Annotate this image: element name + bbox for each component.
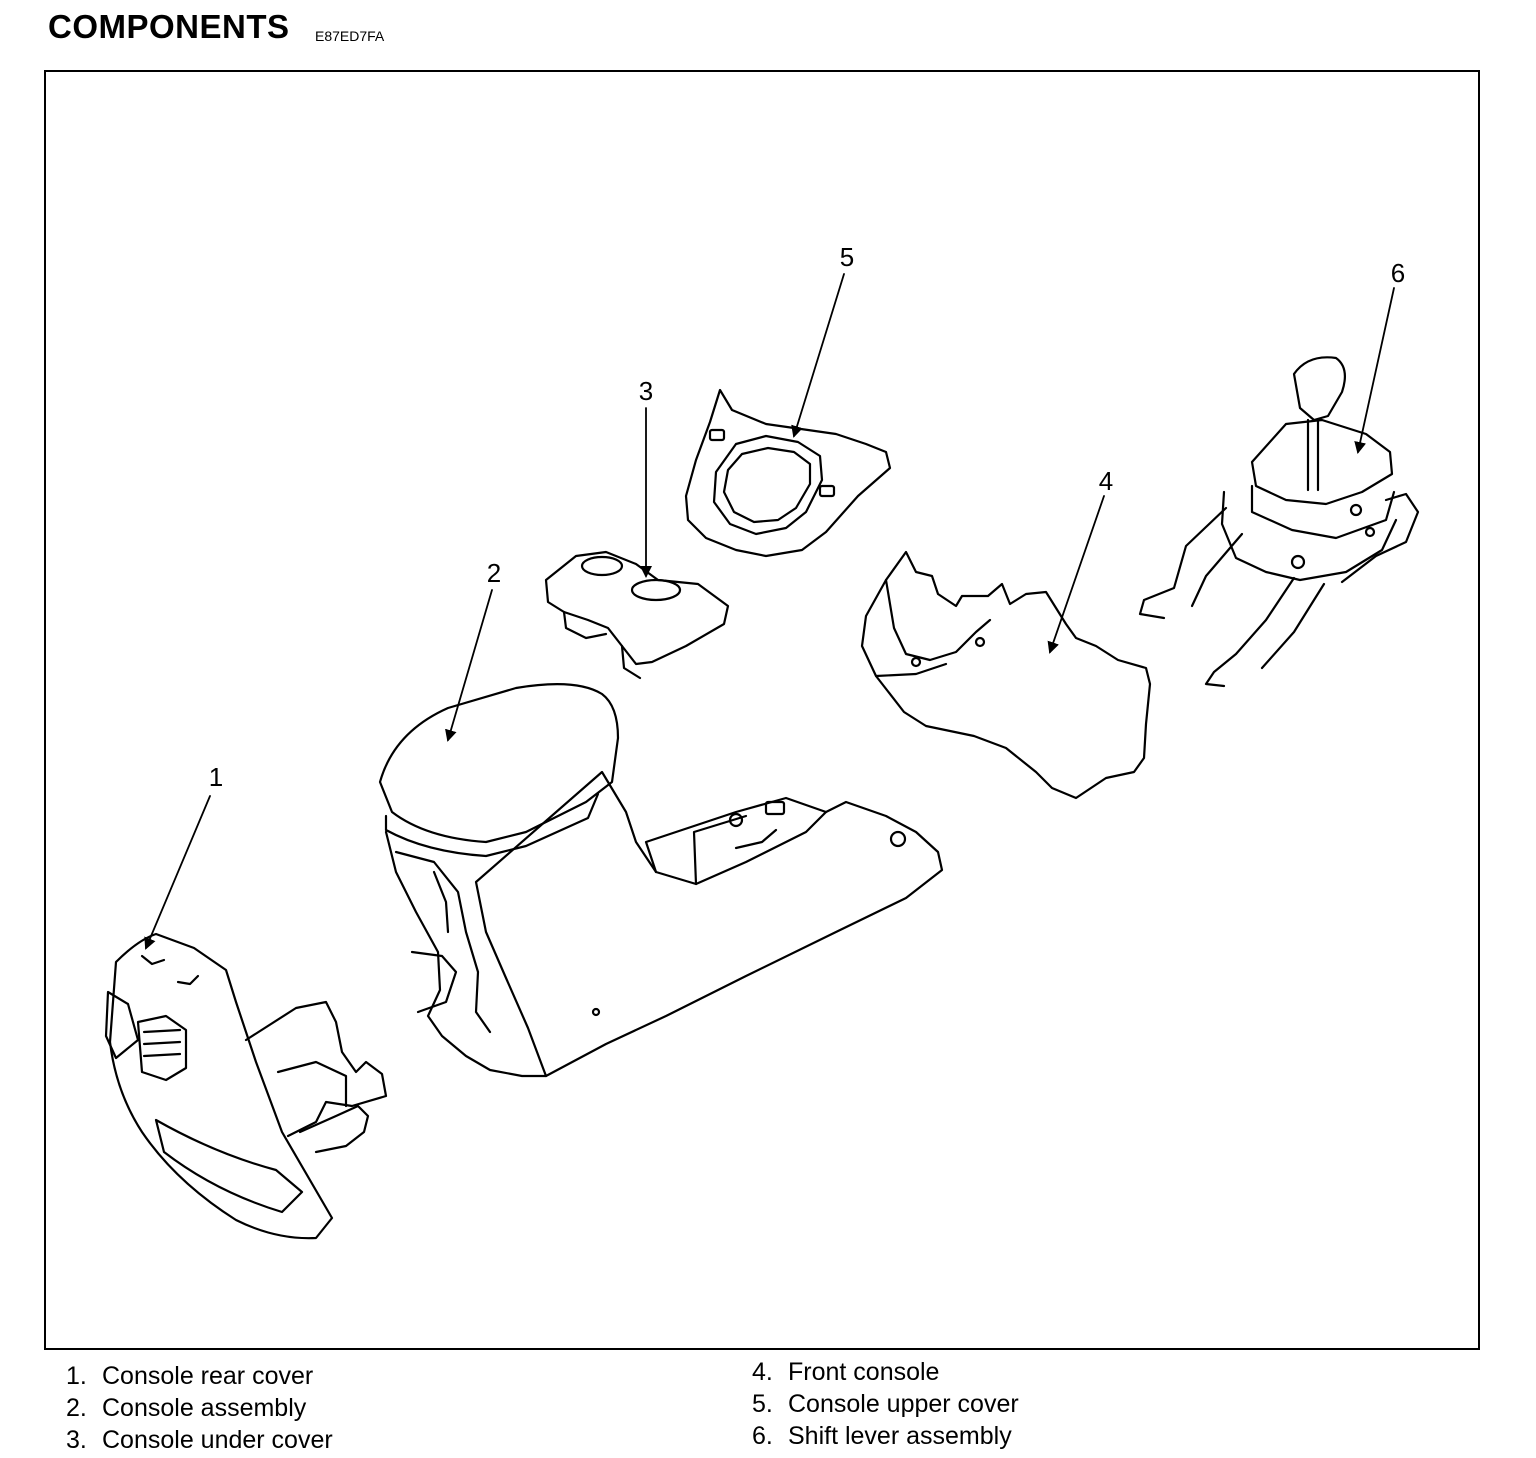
console-under-cover-part — [544, 550, 730, 680]
leader-arrow-2 — [445, 589, 493, 742]
legend-label: Console assembly — [102, 1394, 307, 1422]
diagram-frame: 5 3 6 4 2 1 — [44, 70, 1480, 1350]
legend-number: 4. — [752, 1358, 773, 1386]
legend-item: 4. Front console — [752, 1356, 1019, 1388]
legend-item: 1. Console rear cover — [66, 1360, 333, 1392]
document-code: E87ED7FA — [315, 28, 385, 44]
legend-number: 3. — [66, 1426, 87, 1454]
legend-right: 4. Front console 5. Console upper cover 6.… — [752, 1356, 1019, 1452]
callout-4: 4 — [1099, 466, 1113, 496]
console-assembly-part — [378, 683, 944, 1078]
page-title: COMPONENTS — [48, 8, 290, 45]
legend-label: Shift lever assembly — [788, 1422, 1012, 1450]
legend-left: 1.Console rear cover 2.Console assembly … — [66, 1360, 333, 1456]
legend-item: 2. Console assembly — [66, 1392, 333, 1424]
legend-number: 1. — [66, 1362, 87, 1390]
legend-number: 5. — [752, 1390, 773, 1418]
legend-label: Console upper cover — [788, 1390, 1019, 1418]
legend-item: 5. Console upper cover — [752, 1388, 1019, 1420]
callout-6: 6 — [1391, 258, 1405, 288]
callout-1: 1 — [209, 762, 223, 792]
leader-arrow-6 — [1354, 287, 1395, 454]
leader-arrow-5 — [791, 273, 845, 438]
callout-3: 3 — [639, 376, 653, 406]
legend-label: Console under cover — [102, 1426, 333, 1454]
console-rear-cover-part — [104, 932, 388, 1240]
legend-number: 2. — [66, 1394, 87, 1422]
shift-lever-assembly-part — [1138, 356, 1420, 688]
legend-number: 6. — [752, 1422, 773, 1450]
front-console-part — [860, 550, 1152, 800]
leader-arrow-1 — [144, 795, 211, 950]
callout-5: 5 — [840, 242, 854, 272]
legend-item: 3. Console under cover — [66, 1424, 333, 1456]
console-upper-cover-part — [684, 388, 892, 558]
legend-label: Front console — [788, 1358, 940, 1386]
exploded-view-diagram: 5 3 6 4 2 1 — [104, 242, 1420, 1240]
callout-2: 2 — [487, 558, 501, 588]
leader-arrow-4 — [1047, 495, 1105, 654]
legend-item: 6. Shift lever assembly — [752, 1420, 1019, 1452]
leader-arrows — [144, 273, 1395, 950]
legend-label: Console rear cover — [102, 1362, 314, 1390]
